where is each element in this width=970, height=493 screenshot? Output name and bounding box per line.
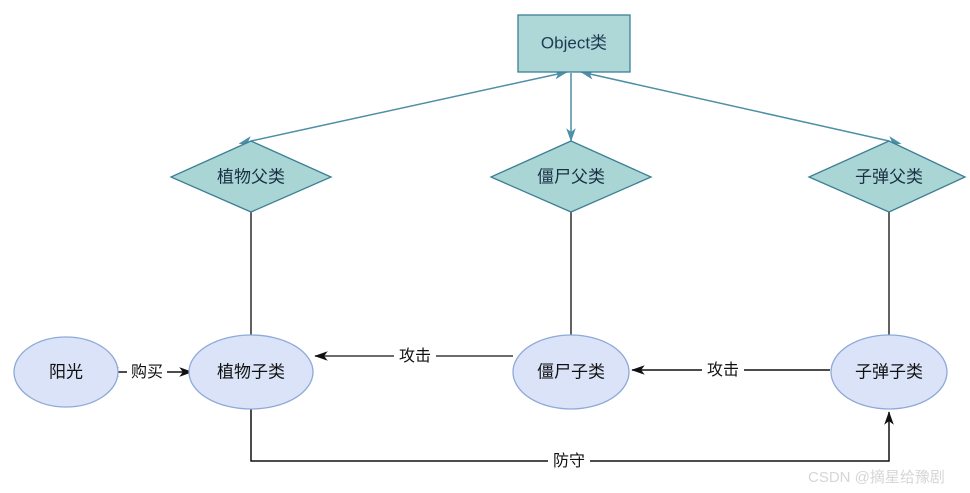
node-sun[interactable]: 阳光 xyxy=(13,336,119,408)
edge-group-inheritance xyxy=(238,70,902,146)
plant-child-label: 植物子类 xyxy=(217,362,285,381)
sun-label: 阳光 xyxy=(49,362,83,381)
node-bullet-child[interactable]: 子弹子类 xyxy=(830,334,948,410)
bullet-child-label: 子弹子类 xyxy=(855,362,923,381)
edge-label-buy: 购买 xyxy=(131,363,163,381)
node-object-class[interactable]: Object类 xyxy=(517,14,631,73)
zombie-child-label: 僵尸子类 xyxy=(537,362,605,381)
zombie-child-ellipse[interactable] xyxy=(512,334,630,410)
buy-label-bg xyxy=(127,361,167,383)
node-zombie-parent[interactable]: 僵尸父类 xyxy=(489,140,653,213)
node-zombie-child[interactable]: 僵尸子类 xyxy=(512,334,630,410)
zombie-parent-diamond[interactable] xyxy=(489,140,653,213)
object-class-box[interactable] xyxy=(517,14,631,73)
plant-child-ellipse[interactable] xyxy=(188,334,314,410)
plant-parent-diamond[interactable] xyxy=(169,140,333,213)
edge-plant-parent-to-object[interactable] xyxy=(238,70,568,146)
sun-ellipse[interactable] xyxy=(13,336,119,408)
plant-parent-label: 植物父类 xyxy=(217,167,285,186)
object-class-label: Object类 xyxy=(541,33,607,52)
attack-left-label-bg xyxy=(394,345,436,367)
edge-group-parent-child xyxy=(250,212,890,337)
bullet-child-ellipse[interactable] xyxy=(830,334,948,410)
edge-bullet-parent-to-object[interactable] xyxy=(580,70,902,146)
bullet-parent-label: 子弹父类 xyxy=(855,167,923,186)
defend-label-bg xyxy=(548,450,590,472)
edge-label-group: 购买 攻击 攻击 防守 xyxy=(127,345,744,472)
edge-label-attack-right: 攻击 xyxy=(707,361,739,379)
zombie-parent-label: 僵尸父类 xyxy=(537,167,605,186)
node-plant-parent[interactable]: 植物父类 xyxy=(169,140,333,213)
node-bullet-parent[interactable]: 子弹父类 xyxy=(807,140,967,213)
bullet-parent-diamond[interactable] xyxy=(807,140,967,213)
attack-right-label-bg xyxy=(702,359,744,381)
csdn-watermark: CSDN @摘星给豫剧 xyxy=(808,468,945,486)
edge-label-attack-left: 攻击 xyxy=(399,347,431,365)
node-plant-child[interactable]: 植物子类 xyxy=(188,334,314,410)
edge-label-defend: 防守 xyxy=(553,452,585,470)
